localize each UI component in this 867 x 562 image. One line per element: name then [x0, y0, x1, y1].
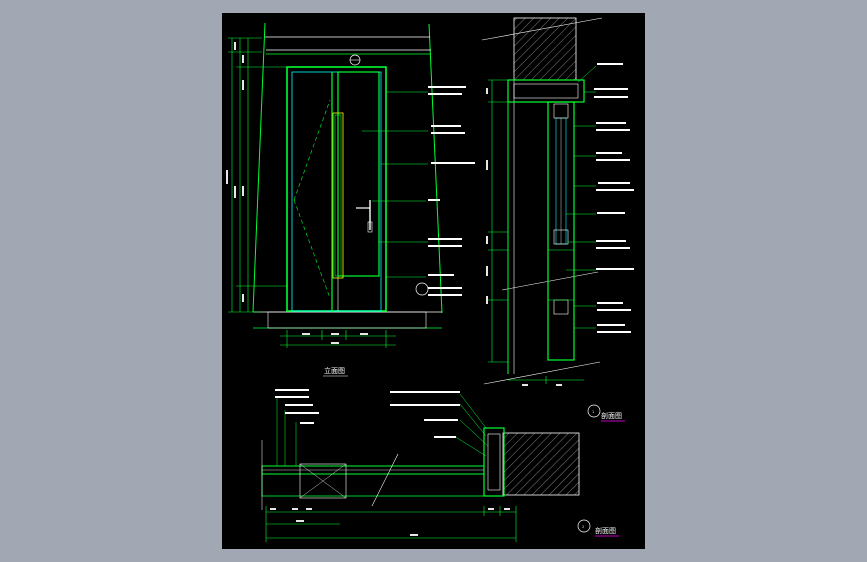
horizontal-dimension-chain	[280, 330, 396, 348]
glass-panel	[332, 112, 344, 279]
section-2-title: 剖面图	[595, 526, 616, 535]
ceiling-slab-hatch	[513, 17, 577, 81]
horizontal-dimension-figures	[302, 333, 368, 344]
plan-leaders	[276, 393, 489, 466]
section-annotations	[594, 63, 634, 333]
door-frame-inner	[291, 71, 382, 312]
jamb-frame	[483, 427, 505, 497]
fixed-panel-plan	[261, 473, 485, 497]
section-vertical-dimensions	[488, 79, 508, 363]
vertical-section-view: 1 剖面图	[481, 17, 634, 422]
vertical-dimension-chain	[228, 37, 288, 313]
section-2-marker	[577, 519, 591, 533]
vertical-dimension-figures	[226, 42, 244, 302]
wall-edge-left	[252, 22, 266, 313]
elevation-view: 立面图	[226, 22, 475, 377]
elevation-annotations	[428, 86, 475, 296]
door-leaf-section	[547, 101, 575, 361]
elevation-title: 立面图	[324, 366, 345, 375]
section-1-number: 1	[592, 410, 594, 414]
door-leaf	[337, 71, 380, 277]
swing-arc-line	[371, 453, 399, 507]
section-leaders	[566, 65, 597, 329]
door-frame-outer	[286, 66, 387, 312]
detail-callout	[415, 282, 429, 296]
swing-line-upper	[293, 99, 331, 201]
wall-section-hatch	[502, 432, 580, 496]
section-1-title: 剖面图	[601, 411, 622, 420]
horizontal-section-view: 2 剖面图	[261, 389, 619, 542]
head-frame	[507, 79, 585, 103]
wall-edge-right	[428, 23, 443, 314]
plan-dimensions	[265, 506, 517, 542]
plan-annotations	[275, 389, 460, 438]
elevation-leaders	[362, 91, 428, 278]
section-1-marker	[587, 404, 601, 418]
swing-line-lower	[293, 199, 331, 299]
section-2-number: 2	[582, 525, 584, 529]
